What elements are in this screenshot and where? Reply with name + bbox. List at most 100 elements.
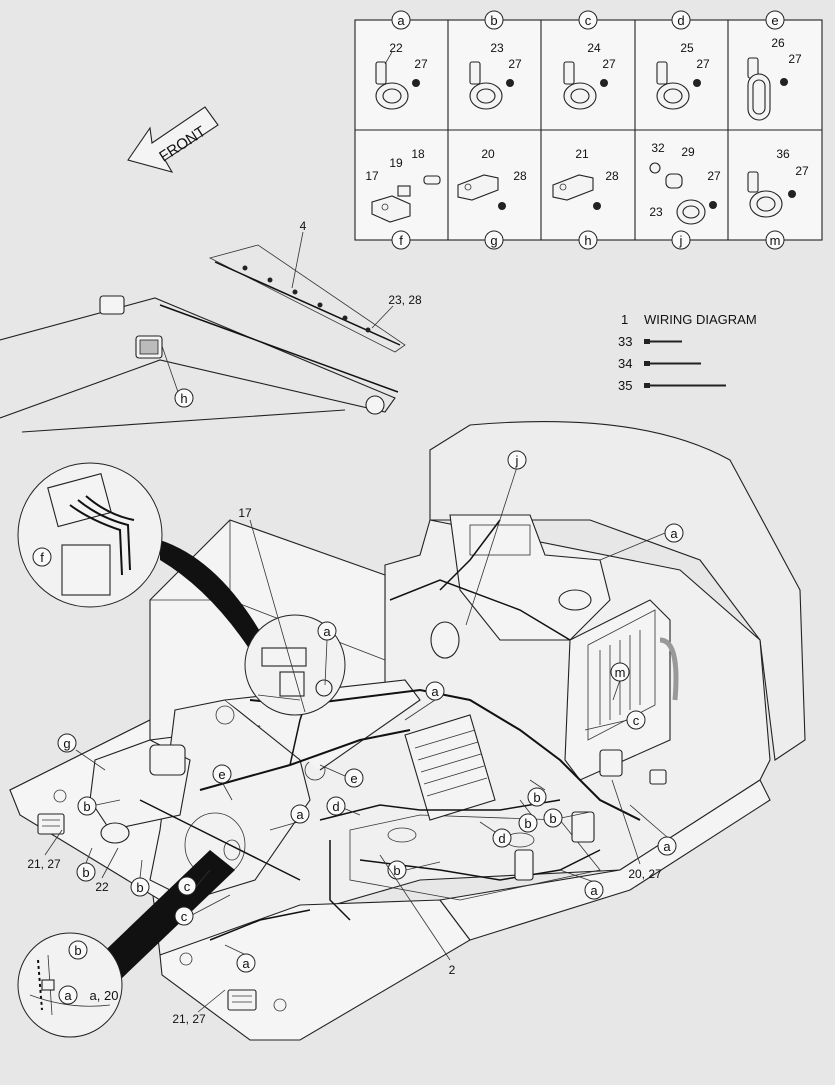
- clamp-22-drawing: 22 27: [375, 41, 428, 110]
- part-num: 36: [776, 147, 790, 161]
- callout-b: b: [76, 847, 96, 882]
- relay-box: [649, 769, 667, 785]
- detail-circle-17: [244, 614, 346, 716]
- grid-letter-j: j: [671, 230, 691, 250]
- detail-pointer: [90, 850, 235, 980]
- cable-tie-icon: [644, 339, 682, 344]
- part-num: 29: [681, 145, 695, 159]
- clamp-24-drawing: 24 27: [563, 41, 616, 110]
- bolt-icon: [506, 79, 514, 87]
- callout-letter: d: [498, 831, 505, 846]
- part-num: 17: [238, 506, 252, 520]
- bolt-icon: [788, 190, 796, 198]
- callout-b: b: [543, 808, 591, 828]
- cooler-fins: [414, 729, 488, 797]
- callout-a: a: [629, 804, 677, 856]
- relay-box: [571, 811, 595, 843]
- bolt-icon: [412, 79, 420, 87]
- part-num: 27: [788, 52, 802, 66]
- part-num: 22: [95, 880, 109, 894]
- callout-j: j: [465, 450, 527, 626]
- part-num: 21, 27: [172, 1012, 206, 1026]
- callout-a: a: [224, 944, 256, 973]
- cable-tie-icon: [644, 361, 701, 366]
- callout-a: a: [404, 681, 445, 721]
- part-num: 23, 28: [388, 293, 422, 307]
- callout-letter: b: [533, 790, 540, 805]
- part-num: 4: [300, 219, 307, 233]
- grid-letter-text: a: [397, 13, 405, 28]
- work-light-icon: [99, 295, 163, 359]
- part-num: 19: [389, 156, 403, 170]
- part-num: 23: [649, 205, 663, 219]
- detail-pointer: [160, 540, 265, 650]
- callout-letter: f: [40, 550, 44, 565]
- callout-letter: b: [83, 799, 90, 814]
- callout-letter: c: [181, 909, 188, 924]
- grid-letter-text: m: [770, 233, 781, 248]
- part-num: 27: [696, 57, 710, 71]
- rear-lamp-icon: [37, 813, 65, 835]
- callout-letter: g: [63, 736, 70, 751]
- cable-tie-icon: [644, 383, 726, 388]
- callout-b: b: [77, 796, 121, 816]
- clamp-j-drawing: 32 29 27 23: [649, 141, 721, 225]
- callout-e: e: [319, 764, 364, 788]
- clamp-23-drawing: 23 27: [469, 41, 522, 110]
- bolt-icon: [423, 175, 441, 185]
- callout-letter: a: [590, 883, 598, 898]
- grid-letter-c: c: [578, 10, 598, 30]
- grid-letter-m: m: [765, 230, 785, 250]
- callout-letter: a: [670, 526, 678, 541]
- grid-letter-e: e: [765, 10, 785, 30]
- part-num: 20: [481, 147, 495, 161]
- part-num: 27: [508, 57, 522, 71]
- part-num: 17: [365, 169, 379, 183]
- part-num: 24: [587, 41, 601, 55]
- grid-letter-text: g: [490, 233, 497, 248]
- clamp-25-drawing: 25 27: [656, 41, 710, 110]
- callout-c: c: [174, 894, 231, 926]
- plate-21-drawing: 21 28: [552, 147, 619, 210]
- grid-letter-d: d: [671, 10, 691, 30]
- legend-tie-num: 35: [618, 378, 632, 393]
- clamp-26-drawing: 26 27: [747, 36, 802, 121]
- upper-structure: [9, 420, 806, 1041]
- callout-letter: a: [431, 684, 439, 699]
- part-num: 28: [513, 169, 527, 183]
- legend-tie-num: 33: [618, 334, 632, 349]
- grid-letter-g: g: [484, 230, 504, 250]
- part-num: 21, 27: [27, 857, 61, 871]
- grid-letter-text: f: [399, 233, 403, 248]
- bolt-icon: [498, 202, 506, 210]
- legend-tie-num: 34: [618, 356, 632, 371]
- part-num: 32: [651, 141, 665, 155]
- grid-letter-f: f: [391, 230, 411, 250]
- detail-circle-a20: b a a, 20: [17, 932, 123, 1038]
- part-num: 27: [414, 57, 428, 71]
- callout-b: b: [387, 860, 441, 880]
- callout-a: a: [269, 804, 310, 831]
- part-num: 21: [575, 147, 589, 161]
- part-num: 25: [680, 41, 694, 55]
- legend-num: 1: [621, 312, 628, 327]
- callout-letter: h: [180, 391, 187, 406]
- callout-letter: b: [549, 811, 556, 826]
- callout-b: b: [527, 779, 547, 807]
- grid-letter-text: b: [490, 13, 497, 28]
- callout-letter: c: [184, 879, 191, 894]
- callout-d: d: [479, 821, 512, 848]
- callout-letter: d: [332, 799, 339, 814]
- grid-letter-b: b: [484, 10, 504, 30]
- callout-m: m: [610, 662, 630, 701]
- callout-d: d: [326, 796, 361, 816]
- callout-letter: b: [82, 865, 89, 880]
- callout-letter: a: [663, 839, 671, 854]
- grid-letter-text: e: [771, 13, 778, 28]
- part-num: 27: [602, 57, 616, 71]
- legend: 1 WIRING DIAGRAM 33 34 35: [618, 312, 757, 393]
- callout-letter: a: [296, 807, 304, 822]
- clamp-36-drawing: 36 27: [747, 147, 809, 218]
